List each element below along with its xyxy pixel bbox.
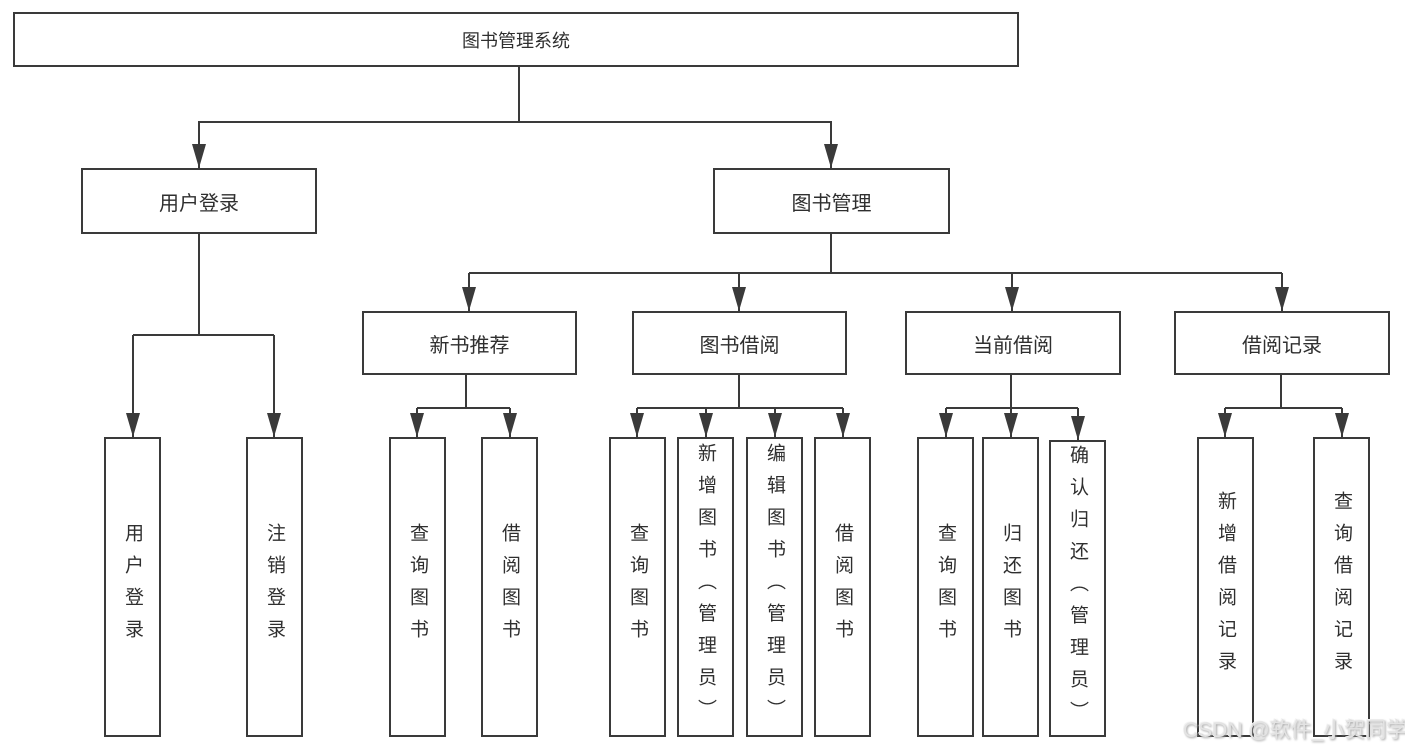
- leaf-return-books: 归还图书: [982, 437, 1039, 737]
- leaf-add-books-admin-label: 新增图书（管理员）: [695, 443, 716, 731]
- node-user-login: 用户登录: [81, 168, 317, 234]
- leaf-query-borrow-record: 查询借阅记录: [1313, 437, 1370, 737]
- node-new-book-recommend-label: 新书推荐: [429, 334, 510, 357]
- leaf-query-books-current-label: 查询图书: [935, 523, 956, 651]
- leaf-confirm-return-admin-label: 确认归还（管理员）: [1067, 444, 1088, 733]
- node-book-management: 图书管理: [713, 168, 950, 234]
- leaf-add-books-admin: 新增图书（管理员）: [677, 437, 734, 737]
- leaf-query-books-borrow-label: 查询图书: [627, 523, 648, 651]
- leaf-borrow-books-recommend: 借阅图书: [481, 437, 538, 737]
- leaf-query-books-recommend: 查询图书: [389, 437, 446, 737]
- node-new-book-recommend: 新书推荐: [362, 311, 577, 375]
- leaf-borrow-books-label: 借阅图书: [832, 523, 853, 651]
- node-borrow-records: 借阅记录: [1174, 311, 1390, 375]
- leaf-logout: 注销登录: [246, 437, 303, 737]
- leaf-query-borrow-record-label: 查询借阅记录: [1331, 491, 1352, 683]
- leaf-return-books-label: 归还图书: [1000, 523, 1021, 651]
- csdn-watermark: CSDN @软件_小贺同学: [1183, 719, 1405, 742]
- leaf-user-login: 用户登录: [104, 437, 161, 737]
- node-book-management-label: 图书管理: [791, 192, 872, 215]
- leaf-confirm-return-admin: 确认归还（管理员）: [1049, 440, 1106, 737]
- node-current-borrow: 当前借阅: [905, 311, 1121, 375]
- node-book-borrow-label: 图书借阅: [699, 334, 780, 357]
- leaf-borrow-books: 借阅图书: [814, 437, 871, 737]
- leaf-edit-books-admin: 编辑图书（管理员）: [746, 437, 803, 737]
- node-current-borrow-label: 当前借阅: [973, 334, 1053, 357]
- root-node-library-system: 图书管理系统: [13, 12, 1019, 67]
- leaf-logout-label: 注销登录: [264, 523, 285, 651]
- leaf-user-login-label: 用户登录: [122, 523, 143, 651]
- leaf-borrow-books-recommend-label: 借阅图书: [499, 523, 520, 651]
- node-user-login-label: 用户登录: [159, 192, 239, 215]
- node-book-borrow: 图书借阅: [632, 311, 847, 375]
- leaf-edit-books-admin-label: 编辑图书（管理员）: [764, 443, 785, 731]
- node-borrow-records-label: 借阅记录: [1242, 334, 1322, 357]
- leaf-add-borrow-record-label: 新增借阅记录: [1215, 491, 1236, 683]
- leaf-add-borrow-record: 新增借阅记录: [1197, 437, 1254, 737]
- leaf-query-books-recommend-label: 查询图书: [407, 523, 428, 651]
- root-node-label: 图书管理系统: [462, 30, 570, 51]
- leaf-query-books-borrow: 查询图书: [609, 437, 666, 737]
- leaf-query-books-current: 查询图书: [917, 437, 974, 737]
